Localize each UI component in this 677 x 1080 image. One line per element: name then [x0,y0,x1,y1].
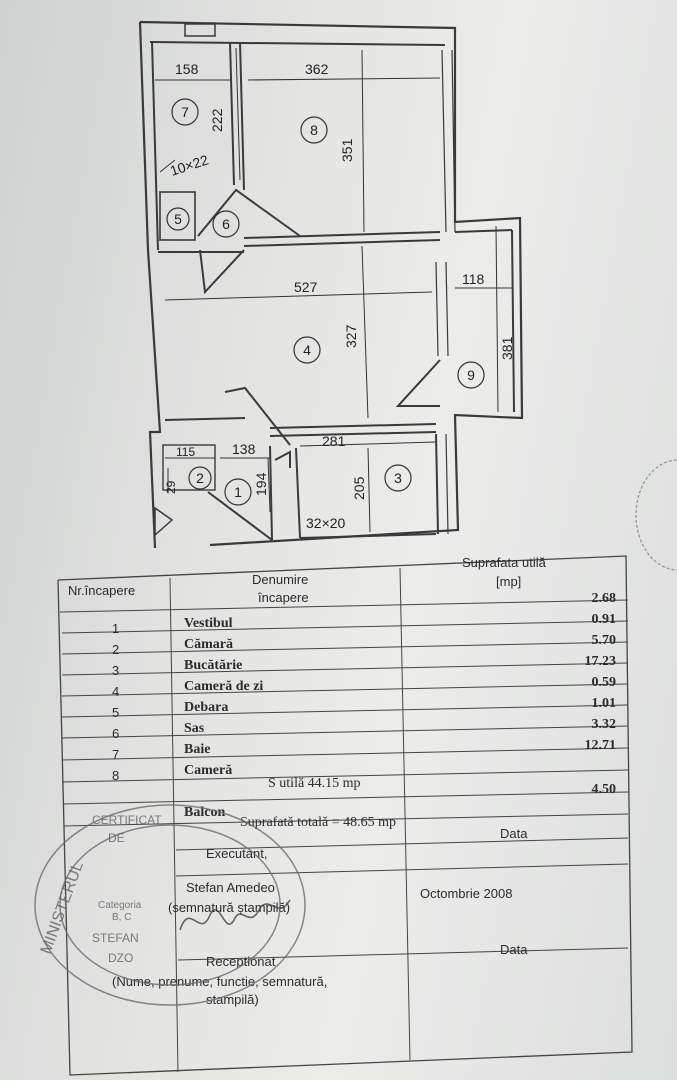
wall-left-inner [151,41,159,251]
receptionat-note-2: stampilă) [206,992,259,1007]
row-4-name: Cameră de zi [184,679,264,694]
dim-327: 327 [343,324,359,348]
room-number-1: 1 [234,484,242,500]
stamp-line-4: B, C [112,912,131,923]
date-value: Octombrie 2008 [420,886,513,901]
room-number-6: 6 [222,216,230,232]
row-4-number: 4 [112,684,120,699]
room-number-9: 9 [467,367,475,383]
signature-scribble [179,899,291,931]
header-name-line1: Denumire [252,572,309,587]
room-number-8: 8 [310,122,318,138]
row-3-number: 3 [112,663,120,678]
dim-138: 138 [232,441,256,457]
stamp-line-2: DE [108,831,125,845]
row-6-area: 1.01 [591,696,617,711]
stamp-line-5: STEFAN [92,931,139,945]
row-8-area: 12.71 [584,738,617,753]
row-3-area: 5.70 [591,633,617,648]
header-name-line2: încapere [258,590,309,605]
row-7-name: Baie [184,742,211,757]
header-area-line2: [mp] [496,574,522,589]
row-6-name: Sas [184,721,205,736]
official-stamp: MINISTERUL CERTIFICAT DE Categoria B, C … [34,804,306,1006]
row-1-number: 1 [112,621,120,636]
stamp-line-3: Categoria [98,900,142,911]
row-2-area: 0.91 [591,612,617,627]
executant-name: Stefan Amedeo [186,880,275,895]
dim-194: 194 [253,472,269,496]
dim-381: 381 [499,336,515,360]
balcony-area: 4.50 [591,782,617,797]
stamp-ring-text: MINISTERUL [38,859,87,956]
stamp-line-6: DZO [108,951,133,965]
room-number-4: 4 [303,342,311,358]
row-7-number: 7 [112,747,120,762]
row-1-name: Vestibul [184,616,233,631]
row-6-number: 6 [112,726,120,741]
row-7-area: 3.32 [591,717,617,732]
executant-label: Executant, [206,846,268,861]
dim-527: 527 [294,279,318,295]
dim-115: 115 [176,445,195,459]
row-2-number: 2 [112,642,120,657]
outer-wall-top [139,20,524,547]
row-8-name: Cameră [184,763,233,778]
dim-32x20: 32×20 [306,515,346,531]
dim-29: 29 [164,480,178,494]
outer-wall-left [138,21,162,549]
header-area-line1: Suprafata utilă [462,555,546,570]
row-5-area: 0.59 [591,675,617,690]
dim-118: 118 [462,271,485,287]
stamp-line-1: CERTIFICAT [92,813,162,827]
wall-top-inner [149,41,446,46]
row-5-number: 5 [112,705,120,720]
room-number-7: 7 [181,104,189,120]
room-markers [166,98,485,506]
dim-351: 351 [339,138,355,162]
room-number-2: 2 [196,470,204,486]
row-1-area: 2.68 [591,591,617,606]
row-2-name: Cămară [184,637,233,652]
row-8-number: 8 [112,768,120,783]
date-label-2: Data [500,942,528,957]
receptionat-label: Receptionat [206,954,276,969]
room-number-5: 5 [174,211,182,227]
floor-plan: 1 2 3 4 5 6 7 8 9 158 362 222 10×22 351 … [138,20,524,549]
executant-signature-note: (semnatură ștampilă) [168,900,291,915]
side-seal [635,459,677,571]
room-number-3: 3 [394,470,402,486]
row-4-area: 17.23 [584,654,617,669]
row-5-name: Debara [184,700,229,715]
dim-281: 281 [322,433,346,449]
dim-158: 158 [175,61,199,77]
balcony-label: Balcon [184,805,226,820]
vent-top [184,23,216,37]
date-label-1: Data [500,826,528,841]
dim-222: 222 [209,108,225,132]
total-area: Suprafată totală = 48.65 mp [240,815,397,830]
header-room-number: Nr.încapere [68,583,136,598]
dim-362: 362 [305,61,329,77]
dim-205: 205 [351,476,367,500]
useful-area-total: S utilă 44.15 mp [268,776,361,791]
row-3-name: Bucătărie [184,658,243,673]
